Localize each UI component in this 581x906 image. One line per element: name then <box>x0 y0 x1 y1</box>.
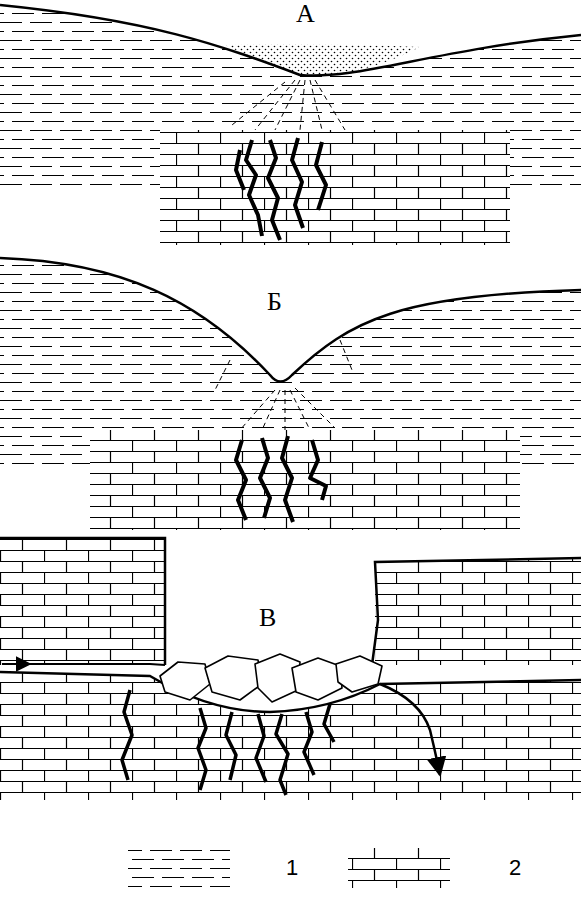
legend-swatch <box>128 848 230 888</box>
legend-label: 2 <box>509 857 521 879</box>
section-a <box>0 5 581 245</box>
legend-label: 1 <box>286 857 298 879</box>
legend-swatch <box>348 848 450 888</box>
section-b <box>0 258 581 530</box>
section-letter: В <box>255 604 280 632</box>
section-letter: А <box>292 0 319 28</box>
section-letter: Б <box>263 288 286 316</box>
section-c <box>0 538 581 800</box>
